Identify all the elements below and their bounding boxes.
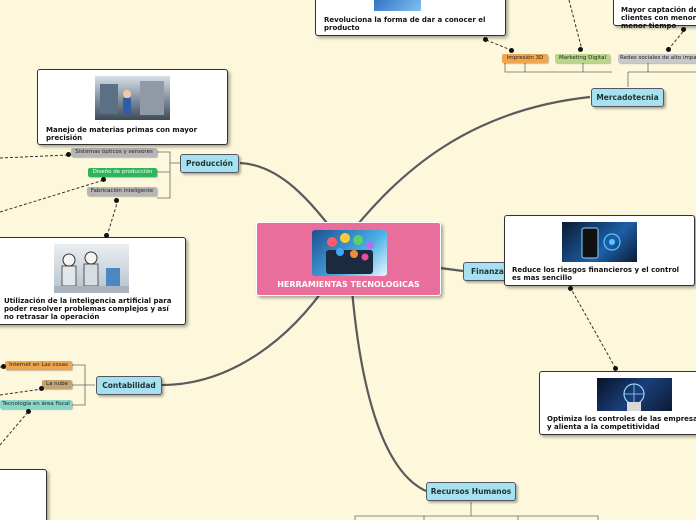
card-redes-text: Mayor captación de clientes con menor co…	[621, 6, 696, 30]
tag-la-nube[interactable]: La nube	[42, 380, 72, 389]
connector-dot	[681, 27, 686, 32]
phone-finance-image	[562, 222, 637, 262]
card-riesgos-text: Reduce los riesgos financieros y el cont…	[512, 266, 680, 282]
connector-dot	[613, 366, 618, 371]
connector-dot	[509, 48, 514, 53]
connector-dot	[114, 198, 119, 203]
connector-dot	[578, 47, 583, 52]
branch-mercadotecnia[interactable]: Mercadotecnia	[591, 88, 664, 107]
card-impresion-text: Revoluciona la forma de dar a conocer el…	[324, 16, 486, 32]
card-controles-text: Optimiza los controles de las empresas y…	[547, 415, 696, 431]
card-partial-bottom-left	[0, 469, 47, 520]
connector-dot	[26, 409, 31, 414]
connector-dot	[666, 47, 671, 52]
connector-dot	[104, 233, 109, 238]
connector-dot	[66, 152, 71, 157]
tag-sistemas-opticos[interactable]: Sistemas ópticos y sensores	[71, 148, 157, 157]
bracket-recursos	[354, 502, 599, 520]
connector-finanzas	[439, 266, 464, 273]
tag-diseno-produccion[interactable]: Diseño de producción	[88, 168, 157, 177]
connector-dot	[568, 286, 573, 291]
card-redes[interactable]: Mayor captación de clientes con menor co…	[613, 0, 696, 30]
card-riesgos[interactable]: Reduce los riesgos financieros y el cont…	[504, 215, 695, 286]
factory-worker-image	[95, 76, 170, 120]
connector-dot	[1, 364, 6, 369]
tag-impresion-3d[interactable]: Impresión 3D	[502, 54, 548, 63]
dashed-nube	[0, 388, 43, 396]
branch-contabilidad[interactable]: Contabilidad	[96, 376, 162, 395]
dashed-finanzas	[569, 286, 617, 370]
connector-dot	[483, 37, 488, 42]
digital-control-image	[597, 378, 672, 411]
dashed-fabricacion	[106, 199, 119, 237]
branch-produccion[interactable]: Producción	[180, 154, 239, 173]
central-node[interactable]: HERRAMIENTAS TECNOLOGICAS	[256, 222, 441, 296]
card-materias[interactable]: Manejo de materias primas con mayor prec…	[37, 69, 228, 145]
tag-redes-sociales[interactable]: Redes sociales de alto impacto	[618, 54, 696, 63]
tag-marketing-digital[interactable]: Marketing Digital	[555, 54, 610, 63]
connector-dot	[39, 386, 44, 391]
dashed-impresion	[485, 39, 512, 51]
printer-3d-image	[374, 0, 421, 11]
card-impresion[interactable]: Revoluciona la forma de dar a conocer el…	[315, 0, 506, 36]
tablet-apps-icon	[312, 230, 387, 276]
robot-arm-image	[54, 244, 129, 293]
connector-dot	[101, 177, 106, 182]
tag-fabricacion-inteligente[interactable]: Fabricación inteligente	[87, 187, 157, 196]
card-controles[interactable]: Optimiza los controles de las empresas y…	[539, 371, 696, 435]
card-ia[interactable]: Utilización de la inteligencia artificia…	[0, 237, 186, 325]
connector-contabilidad	[161, 279, 331, 387]
tag-tecnologia-fiscal[interactable]: Tecnología en área fiscal	[0, 400, 72, 409]
bracket-contabilidad	[72, 364, 95, 406]
card-materias-text: Manejo de materias primas con mayor prec…	[46, 126, 198, 142]
connector-mercadotecnia	[344, 95, 591, 241]
card-ia-text: Utilización de la inteligencia artificia…	[4, 297, 172, 321]
dashed-sistemas	[0, 154, 69, 159]
bracket-produccion	[157, 151, 180, 199]
connector-recursos	[350, 289, 427, 492]
dashed-fiscal	[0, 411, 29, 446]
dashed-diseno	[0, 179, 105, 213]
dashed-marketing	[568, 0, 583, 51]
tag-internet-cosas[interactable]: Internet en Las cosas	[5, 361, 72, 370]
central-title: HERRAMIENTAS TECNOLOGICAS	[277, 280, 420, 289]
branch-recursos-humanos[interactable]: Recursos Humanos	[426, 482, 516, 501]
bracket-mercadotecnia	[504, 63, 696, 87]
